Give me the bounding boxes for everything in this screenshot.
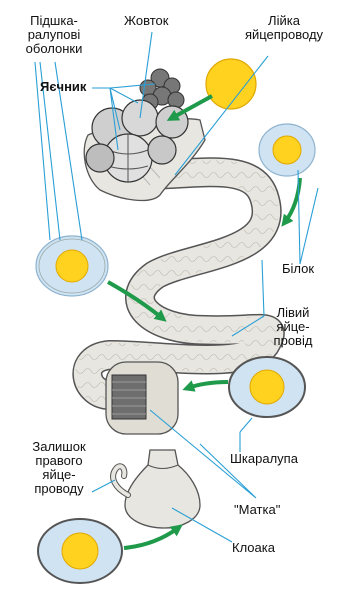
arrow-shell-to-uterus (188, 382, 228, 388)
egg-with-albumen-top (259, 124, 315, 176)
label-left-oviduct: Лівий яйце-провід (262, 306, 324, 348)
label-ovary: Яєчник (40, 80, 86, 94)
egg-laid (38, 519, 122, 583)
label-albumen: Білок (282, 262, 314, 276)
leader-shell (240, 418, 252, 452)
label-yolk: Жовток (124, 14, 168, 28)
label-funnel: Лійка яйцепроводу (236, 14, 332, 42)
right-oviduct-remnant (113, 466, 128, 495)
cloaca (125, 450, 200, 528)
label-shell: Шкаралупа (230, 452, 298, 466)
uterus (106, 362, 178, 434)
egg-with-membranes (36, 236, 108, 296)
arrow-albumen-to-oviduct (285, 178, 300, 222)
label-shell-membranes: Підшка-ралупові оболонки (14, 14, 94, 56)
label-cloaca: Клоака (232, 541, 275, 555)
arrow-egg-to-cloaca (124, 528, 178, 548)
egg-with-shell (229, 357, 305, 417)
egg-yolk-only (206, 59, 256, 109)
label-uterus: "Матка" (234, 503, 280, 517)
label-remnant-right-oviduct: Залишок правого яйце-проводу (22, 440, 96, 496)
